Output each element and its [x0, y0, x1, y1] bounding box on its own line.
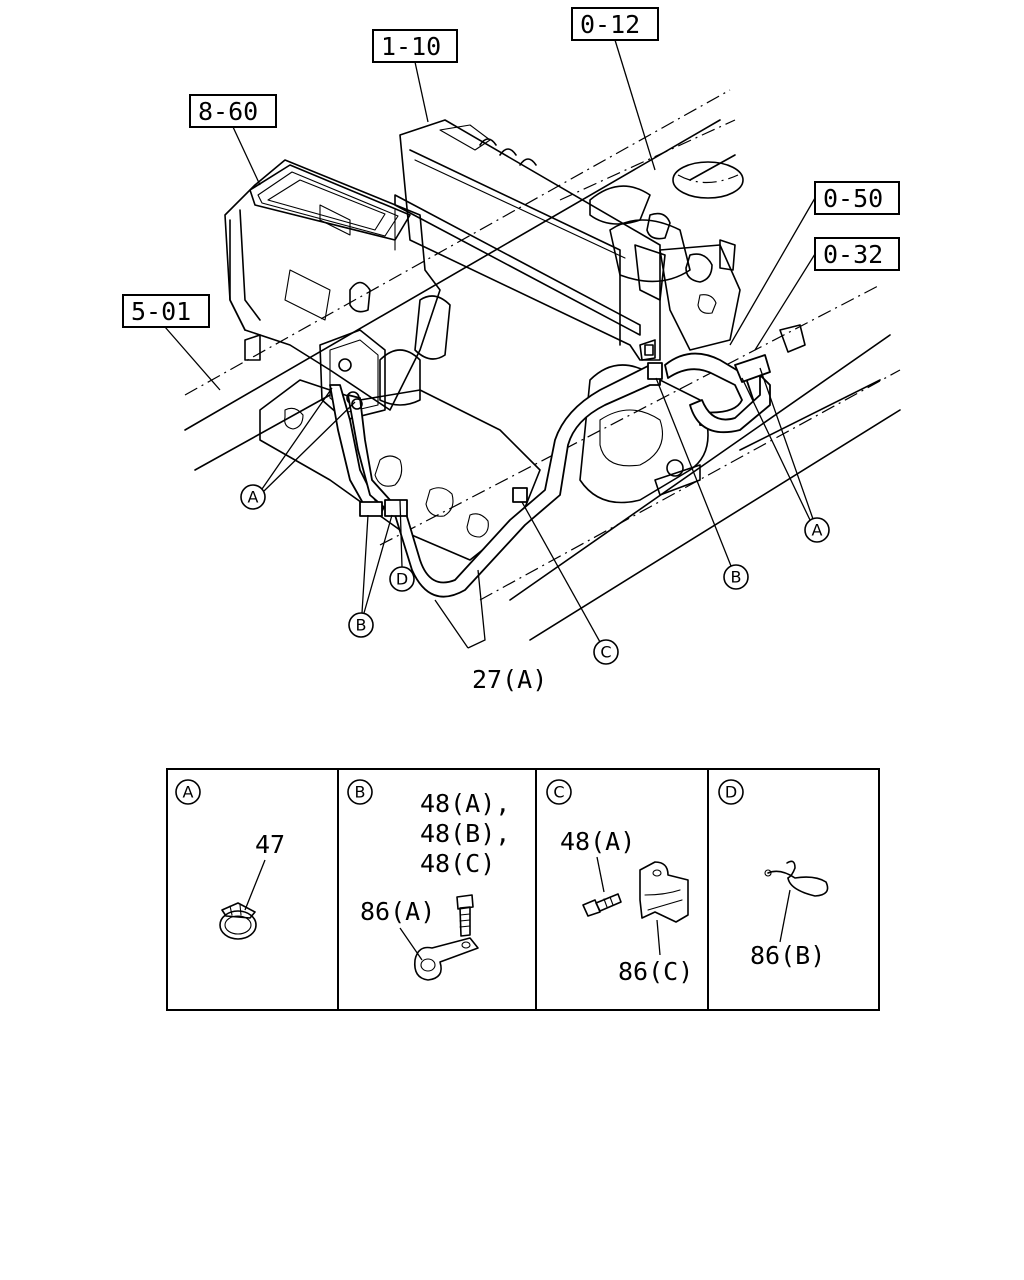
callout-label-1-10: 1-10	[381, 32, 441, 61]
callout-8-60: 8-60	[189, 94, 277, 186]
panel-b-part-48b: 48(B),	[420, 819, 510, 848]
bolt-icon	[456, 894, 474, 937]
callout-1-10: 1-10	[372, 29, 458, 123]
hose-clamp-icon	[219, 902, 257, 940]
callout-label-0-32: 0-32	[823, 240, 883, 269]
part-27a-label: 27(A)	[434, 569, 547, 694]
panel-b-part-86a: 86(A)	[360, 897, 435, 926]
p-clip-86a-icon	[413, 937, 479, 981]
panel-c-part-86c: 86(C)	[618, 957, 693, 986]
marker-d: D	[389, 499, 415, 592]
marker-a-left: A	[240, 387, 356, 510]
panel-c-marker: C	[553, 783, 564, 802]
marker-b-right-text: B	[731, 568, 742, 587]
detail-panel-d: D 86(B)	[718, 779, 829, 970]
callout-0-32: 0-32	[754, 237, 900, 351]
callout-0-50: 0-50	[729, 181, 900, 346]
radiator-assembly	[394, 119, 666, 361]
marker-a-right-text: A	[812, 521, 823, 540]
detail-panel-c: C 48(A) 86(C)	[546, 779, 693, 986]
callout-label-0-50: 0-50	[823, 184, 883, 213]
callout-label-5-01: 5-01	[131, 297, 191, 326]
marker-c: C	[521, 501, 619, 665]
panel-b-marker: B	[355, 783, 366, 802]
callout-5-01: 5-01	[122, 294, 221, 391]
bolt-icon-c	[582, 893, 622, 917]
marker-a-left-text: A	[248, 488, 259, 507]
panel-c-part-48a: 48(A)	[560, 827, 635, 856]
part-label-27a: 27(A)	[472, 665, 547, 694]
marker-a-right: A	[741, 367, 830, 543]
marker-b-left: B	[348, 514, 393, 638]
panel-a-marker: A	[183, 783, 194, 802]
callout-label-0-12: 0-12	[580, 10, 640, 39]
panel-b-part-48a: 48(A),	[420, 789, 510, 818]
callout-label-8-60: 8-60	[198, 97, 258, 126]
heater-hoses	[329, 352, 771, 598]
panel-d-part-86b: 86(B)	[750, 941, 825, 970]
detail-panel-b: B 48(A), 48(B), 48(C) 86(A)	[347, 779, 510, 981]
heater-unit	[224, 159, 451, 421]
panel-d-marker: D	[725, 783, 737, 802]
marker-c-text: C	[600, 643, 611, 662]
detail-panel-a: A 47	[175, 779, 285, 940]
panel-a-part-47: 47	[255, 830, 285, 859]
detail-table	[166, 768, 880, 1011]
marker-b-left-text: B	[356, 616, 367, 635]
panel-b-part-48c: 48(C)	[420, 849, 495, 878]
wire-clip-86b-icon	[764, 860, 829, 897]
callout-0-12: 0-12	[571, 7, 659, 171]
engine-block	[259, 161, 806, 561]
marker-b-right: B	[655, 377, 749, 590]
bracket-86c-icon	[639, 861, 689, 923]
marker-d-text: D	[396, 570, 408, 589]
